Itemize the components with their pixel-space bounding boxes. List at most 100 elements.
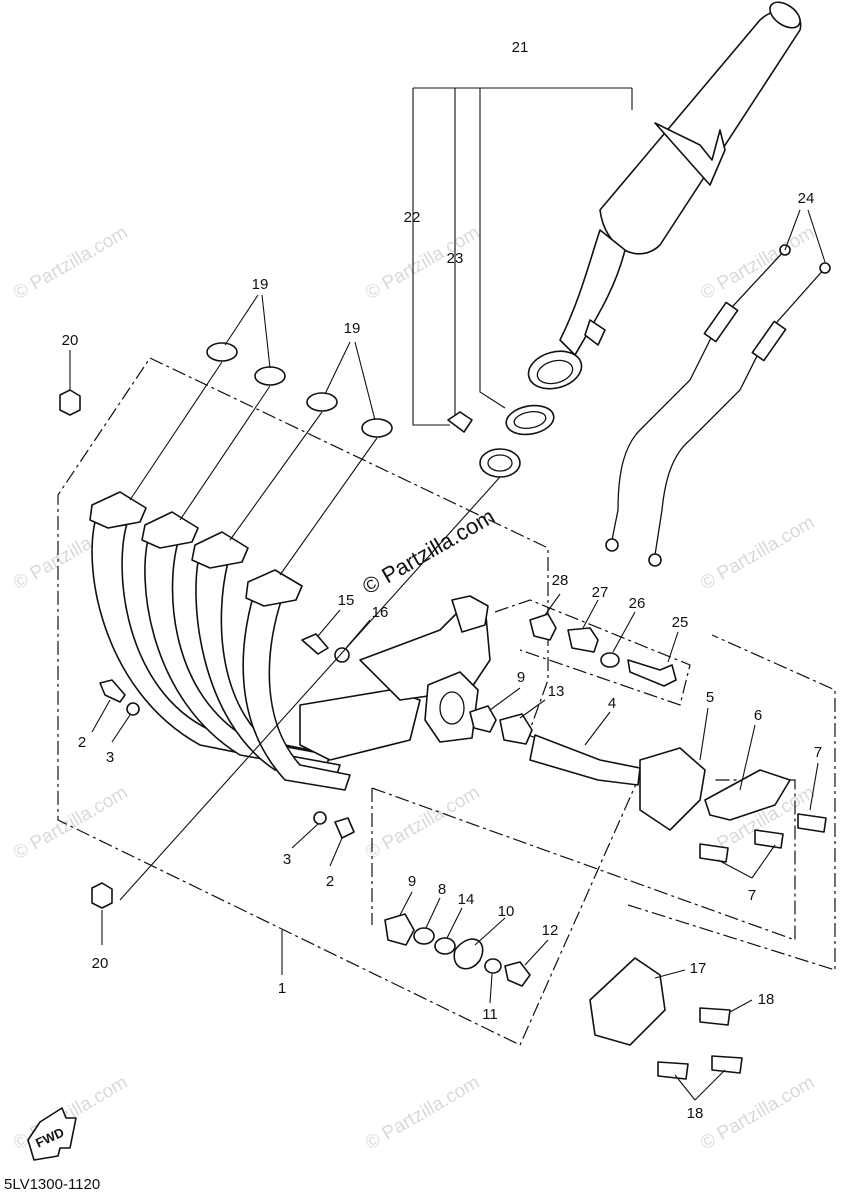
callout-9a: 9 <box>517 669 525 686</box>
leader-19a <box>224 294 271 369</box>
header-gasket-3 <box>306 392 338 412</box>
leader-header-3 <box>229 411 323 541</box>
fasteners <box>59 389 355 909</box>
callout-9b: 9 <box>408 873 416 890</box>
leader-9a <box>489 687 521 711</box>
muffler-clamp <box>505 404 555 436</box>
callout-28: 28 <box>552 572 569 589</box>
leader-18a <box>729 999 753 1013</box>
header-gaskets <box>206 342 393 438</box>
leader-6 <box>739 724 756 791</box>
leader-24 <box>784 209 826 263</box>
collar-28 <box>529 613 557 641</box>
muffler-clamp-inner <box>513 410 547 430</box>
leader-10 <box>474 917 506 946</box>
seal-14 <box>434 937 456 955</box>
leader-26 <box>612 611 636 653</box>
exup-cover-17 <box>589 957 666 1046</box>
leader-19b <box>324 341 376 421</box>
callout-3b: 3 <box>283 851 291 868</box>
muffler-inlet <box>527 350 583 390</box>
screw-7b <box>699 843 729 863</box>
leader-17 <box>654 969 686 979</box>
callout-27: 27 <box>592 584 609 601</box>
screw-7c <box>754 829 784 849</box>
callout-2b: 2 <box>326 873 334 890</box>
clamp-and-gasket <box>447 404 555 478</box>
exup-cable-1 <box>611 249 786 541</box>
muffler-assembly <box>527 1 802 390</box>
callout-20b: 20 <box>92 955 109 972</box>
callout-6: 6 <box>754 707 762 724</box>
leader-2b <box>329 837 343 867</box>
callout-15: 15 <box>338 592 355 609</box>
leader-7b <box>717 844 776 879</box>
leader-28 <box>544 593 561 616</box>
callout-4: 4 <box>608 695 616 712</box>
callout-12: 12 <box>542 922 559 939</box>
bushing-9a <box>469 705 497 733</box>
leader-12 <box>524 939 549 966</box>
screw-18a <box>699 1007 731 1026</box>
callout-16: 16 <box>372 604 389 621</box>
muffler-gasket-inner <box>487 454 513 472</box>
callout-8: 8 <box>438 881 446 898</box>
spring-10 <box>453 938 484 970</box>
muffler-gasket <box>479 448 521 478</box>
exup-cable-2 <box>654 267 826 556</box>
callout-5: 5 <box>706 689 714 706</box>
bracket-outline <box>494 599 691 706</box>
exup-pulley-6 <box>704 769 791 821</box>
bolt-25 <box>627 659 677 687</box>
leader-3a <box>111 714 131 743</box>
collector-outlet <box>451 595 489 633</box>
diagram-code: 5LV1300-1120 <box>4 1176 101 1193</box>
washer-3b <box>313 811 327 825</box>
fwd-arrow-shape <box>27 1107 77 1161</box>
header-flange-3 <box>191 531 249 569</box>
bolt-12 <box>504 961 531 987</box>
muffler-body <box>599 9 802 255</box>
exup-valve-shaft-4 <box>529 734 641 786</box>
cable-end-3 <box>605 538 619 552</box>
cable-adjuster-2 <box>751 320 787 362</box>
screw-18c <box>711 1055 743 1074</box>
watermark: © Partzilla.com <box>362 782 483 864</box>
callout-22: 22 <box>404 209 421 226</box>
callout-1: 1 <box>278 980 286 997</box>
leader-14 <box>446 907 463 939</box>
leader-25 <box>667 631 679 663</box>
mount-bolt-2a <box>99 679 126 703</box>
washer-3a <box>126 702 140 716</box>
clamp-bolt <box>447 411 473 433</box>
leader-7a <box>809 762 819 811</box>
leader-18b <box>674 1069 726 1101</box>
header-flange-1 <box>89 491 147 529</box>
muffler-end-cap <box>769 1 801 29</box>
leader-gasket <box>119 476 501 901</box>
header-nut-bottom <box>91 882 113 909</box>
leader-11 <box>489 973 493 1004</box>
cable-end-4 <box>648 553 662 567</box>
leader-21 <box>412 87 633 426</box>
callout-18b: 18 <box>687 1105 704 1122</box>
header-flange-4 <box>245 569 303 607</box>
leader-header-2 <box>179 385 271 521</box>
exup-cables <box>605 244 831 567</box>
washer-8 <box>413 927 435 945</box>
washer-16 <box>334 647 350 663</box>
screw-7a <box>797 813 827 833</box>
header-pipe-4 <box>242 589 351 791</box>
callout-10: 10 <box>498 903 515 920</box>
callout-19b: 19 <box>344 320 361 337</box>
bushing-9b <box>384 913 415 946</box>
header-gasket-4 <box>361 418 393 438</box>
leader-3b <box>291 823 319 849</box>
exup-housing-5 <box>639 747 706 831</box>
callout-20a: 20 <box>62 332 79 349</box>
callout-21: 21 <box>512 39 529 56</box>
watermark: © Partzilla.com <box>697 222 818 304</box>
callout-labels: 21 22 23 24 19 19 20 20 2 3 3 2 15 16 1 … <box>62 39 823 1122</box>
leader-8 <box>425 897 441 929</box>
callout-7b: 7 <box>748 887 756 904</box>
